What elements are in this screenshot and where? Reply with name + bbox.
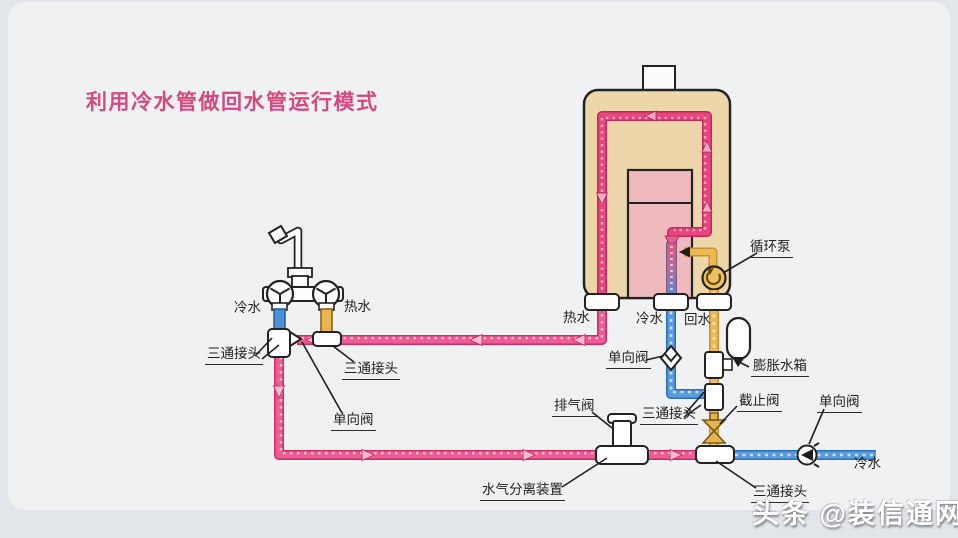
expansion-fitting (704, 351, 724, 379)
bottom-fittings (595, 413, 820, 468)
air-separator (595, 413, 649, 465)
hot-supply-pipe (297, 298, 607, 347)
stop-valve (701, 412, 727, 444)
riser-fittings (659, 316, 752, 444)
leader-lines (254, 252, 825, 489)
label-heater-cold: 冷水 (636, 311, 663, 326)
check-valve-inlet (796, 442, 820, 468)
cold-link-pipe (666, 302, 706, 399)
label-heater-return: 回水 (684, 312, 711, 327)
water-heater (582, 65, 732, 300)
tee-joint-right (312, 331, 342, 347)
label-circulation-pump: 循环泵 (748, 239, 793, 258)
label-cold-inlet: 冷水 (854, 456, 881, 471)
heater-outlets (584, 293, 732, 311)
internal-cold-feed (666, 242, 677, 300)
circulation-pump (679, 246, 727, 291)
faucet (262, 224, 344, 358)
label-check-valve-inlet: 单向阀 (817, 394, 862, 413)
hot-stub-pipe (320, 308, 333, 335)
label-stop-valve: 截止阀 (737, 393, 782, 412)
tee-joint-left (267, 328, 291, 358)
label-faucet-tee-left: 三通接头 (205, 346, 263, 365)
heater-flue (642, 65, 676, 93)
shower-head (267, 224, 289, 245)
diagram-title: 利用冷水管做回水管运行模式 (86, 91, 379, 114)
cold-stub-pipe (273, 308, 286, 332)
internal-hot-loop (595, 110, 713, 298)
label-expansion-tank: 膨胀水箱 (751, 358, 809, 377)
pipes (272, 290, 876, 462)
label-tee-bottom: 三通接头 (751, 484, 809, 503)
tee-joint-mid (704, 383, 724, 411)
flow-arrow (679, 246, 690, 258)
label-exhaust-valve: 排气阀 (552, 398, 597, 417)
return-pipe-bottom (272, 355, 714, 462)
watermark: 头条 @装信通网 (752, 499, 958, 529)
background-panel (8, 2, 950, 510)
label-faucet-check-valve: 单向阀 (331, 412, 376, 431)
label-faucet-hot: 热水 (344, 299, 371, 314)
label-heater-hot: 热水 (563, 310, 590, 325)
label-faucet-tee-right: 三通接头 (342, 361, 400, 380)
tee-joint-bottom (695, 445, 735, 464)
label-faucet-cold: 冷水 (234, 300, 261, 315)
label-check-valve-mid: 单向阀 (606, 350, 651, 369)
expansion-tank (725, 316, 752, 367)
label-tee-mid: 三通接头 (640, 406, 698, 425)
label-separator: 水气分离装置 (480, 482, 565, 501)
check-valve-faucet (289, 330, 303, 348)
check-valve-mid (659, 344, 683, 372)
